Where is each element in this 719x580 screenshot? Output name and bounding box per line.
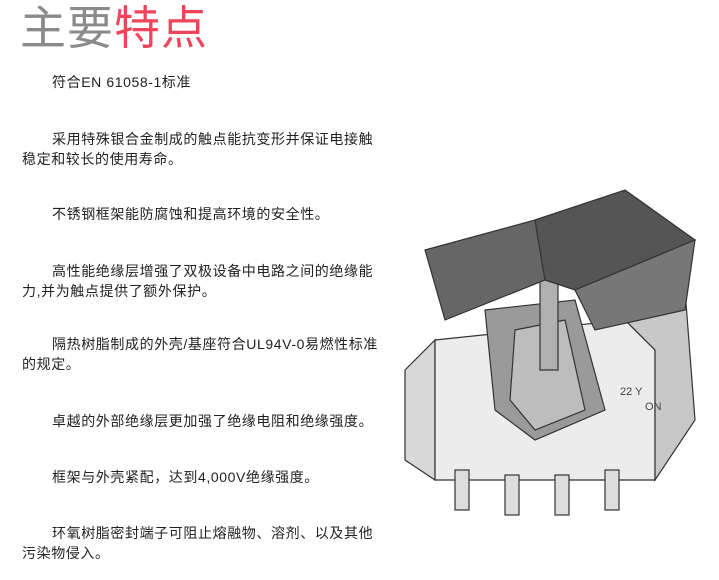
feature-4: 高性能绝缘层增强了双极设备中电路之间的绝缘能力,并为触点提供了额外保护。 [22, 263, 374, 299]
feature-6: 卓越的外部绝缘层更加强了绝缘电阻和绝缘强度。 [52, 413, 374, 429]
feature-3: 不锈钢框架能防腐蚀和提高环境的安全性。 [52, 206, 330, 222]
title-gray: 主要 [20, 2, 114, 54]
marking-2: ON [645, 401, 662, 413]
page-title: 主要特点 [20, 2, 208, 54]
rocker-switch-cutaway-image: 22 Y ON [404, 189, 697, 516]
title-highlight: 特点 [114, 2, 208, 54]
feature-2: 采用特殊银合金制成的触点能抗变形并保证电接触稳定和较长的使用寿命。 [22, 131, 374, 167]
feature-5: 隔热树脂制成的外壳/基座符合UL94V-0易燃性标准的规定。 [22, 336, 378, 372]
feature-8: 环氧树脂密封端子可阻止熔融物、溶剂、以及其他污染物侵入。 [22, 525, 374, 561]
feature-7: 框架与外壳紧配，达到4,000V绝缘强度。 [52, 469, 319, 485]
feature-1: 符合EN 61058-1标准 [52, 74, 192, 90]
marking-1: 22 Y [620, 386, 643, 398]
